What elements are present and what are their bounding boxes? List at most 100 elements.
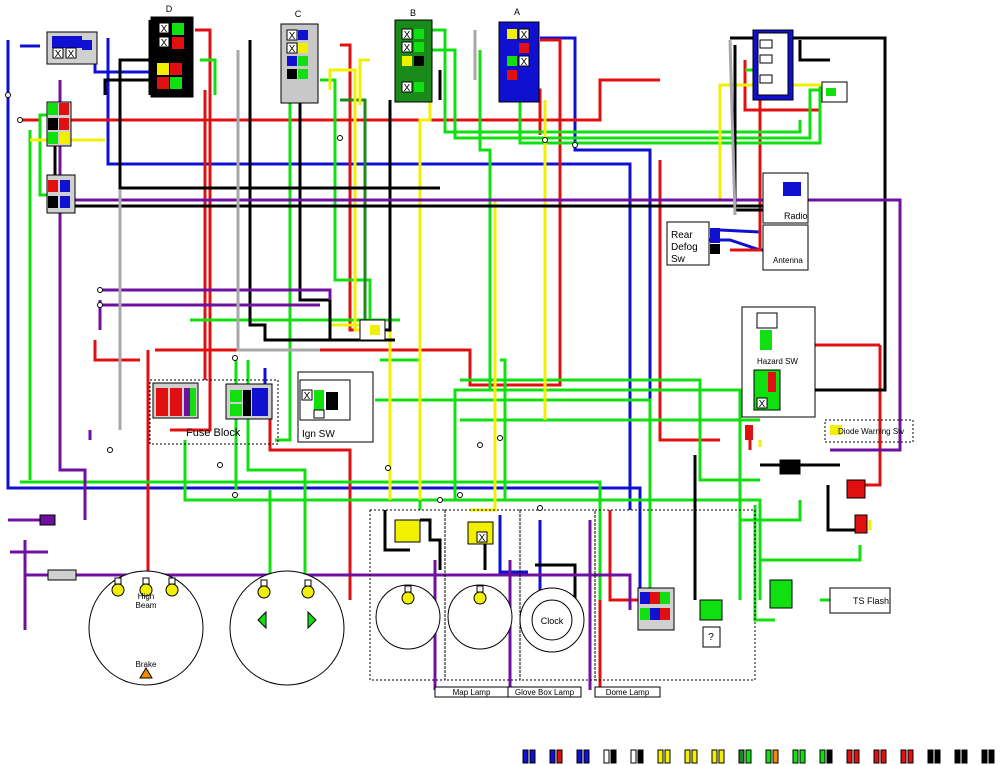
bulb-base <box>142 577 150 585</box>
wire-layer <box>6 20 902 690</box>
dome-lamp-group <box>594 509 756 681</box>
splice-dot <box>97 302 103 308</box>
wire-black <box>383 510 410 552</box>
pin-x <box>286 42 298 54</box>
splice-dot <box>385 465 391 471</box>
pin-x <box>158 22 170 34</box>
legend-swatch <box>772 749 779 764</box>
block <box>507 29 517 39</box>
pin-x <box>756 397 768 409</box>
wire-black <box>118 58 440 190</box>
legend-swatch <box>961 749 968 764</box>
rear-defog-label: Defog <box>671 242 698 253</box>
unknown-label: ? <box>708 632 714 643</box>
legend-swatch <box>691 749 698 764</box>
block <box>172 23 184 35</box>
wire-black <box>420 518 442 570</box>
wire-blue <box>719 228 761 234</box>
block <box>830 425 842 435</box>
bulb <box>301 585 315 599</box>
wire-green <box>183 440 762 600</box>
wire-purple <box>25 573 632 610</box>
pin-x <box>158 36 170 48</box>
block <box>760 330 772 350</box>
block <box>298 43 308 53</box>
splice-dot <box>337 135 343 141</box>
splice-dot <box>537 505 543 511</box>
connector-left-bottom <box>39 514 56 526</box>
connector-map-1 <box>394 519 421 543</box>
legend-swatch <box>657 749 664 764</box>
block <box>252 388 268 416</box>
wire-red <box>268 400 352 600</box>
legend-swatch <box>664 749 671 764</box>
block <box>82 40 92 50</box>
map-lamp-label: Map Lamp <box>453 688 491 697</box>
legend-swatch <box>846 749 853 764</box>
block <box>640 608 650 620</box>
legend-swatch <box>745 749 752 764</box>
clock-group <box>519 509 596 681</box>
connector-right-2 <box>854 514 868 534</box>
block <box>230 390 242 402</box>
bulb-base <box>168 577 176 585</box>
block <box>640 592 650 604</box>
block <box>59 118 69 130</box>
block <box>402 56 412 66</box>
legend-swatch <box>792 749 799 764</box>
wire-red <box>60 78 660 122</box>
pin-x-mark: X <box>161 38 168 49</box>
wire-red <box>155 38 562 387</box>
wire-red <box>170 28 212 432</box>
hazard-label: Hazard SW <box>757 357 798 366</box>
splice-dot <box>457 492 463 498</box>
wire-green <box>518 70 822 145</box>
pin-x <box>301 389 313 401</box>
block <box>414 29 424 39</box>
wire-green <box>760 545 862 562</box>
fuse-block-group <box>149 379 279 445</box>
block <box>230 404 242 416</box>
legend-swatch <box>880 749 887 764</box>
pin-x <box>518 28 530 40</box>
block <box>768 372 776 392</box>
pin-x <box>52 47 64 59</box>
legend-swatch <box>873 749 880 764</box>
connector-ts <box>769 579 793 609</box>
wire-grey <box>236 50 320 352</box>
block <box>710 244 720 254</box>
bulb-base <box>304 579 312 587</box>
block <box>48 196 58 208</box>
pin-x-mark: X <box>759 399 766 410</box>
wire-black <box>798 40 830 62</box>
gauge-tachometer <box>229 570 345 686</box>
pin-x <box>401 81 413 93</box>
legend-swatch <box>711 749 718 764</box>
splice-dot <box>497 435 503 441</box>
wire-black <box>730 36 887 392</box>
wire-yellow <box>358 58 370 105</box>
block <box>519 70 529 80</box>
block <box>710 228 720 243</box>
wire-red <box>93 340 140 362</box>
ts-flash-box <box>829 587 891 614</box>
block <box>48 132 58 144</box>
clock-label: Clock <box>541 616 564 626</box>
block <box>298 30 308 40</box>
radio-label: Radio <box>784 211 808 221</box>
bulb <box>165 583 179 597</box>
block <box>172 37 184 49</box>
wire-purple <box>58 80 87 520</box>
legend-swatch <box>799 749 806 764</box>
splice-dot <box>232 355 238 361</box>
wire-green <box>460 378 760 482</box>
block <box>326 392 338 410</box>
splice-dot <box>217 462 223 468</box>
legend-swatch <box>853 749 860 764</box>
diode-warning-label: Diode Warning Sw <box>838 427 904 436</box>
block <box>52 36 82 48</box>
block <box>660 592 670 604</box>
block <box>756 312 778 329</box>
block <box>157 77 169 89</box>
block <box>759 54 773 64</box>
